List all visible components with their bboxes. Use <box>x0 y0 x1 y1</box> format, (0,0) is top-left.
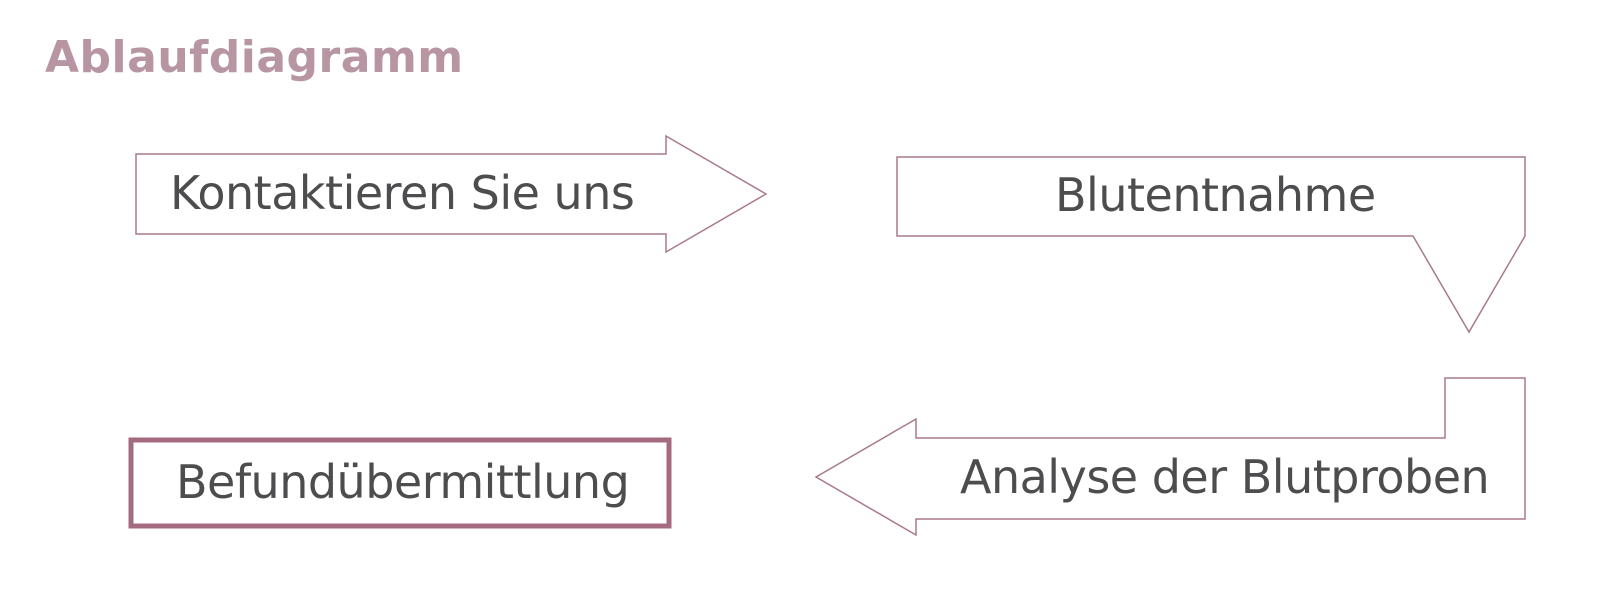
step-1-right-arrow-shape <box>135 134 768 254</box>
step-4-label: Befundübermittlung <box>176 455 630 509</box>
step-3-label: Analyse der Blutproben <box>960 450 1490 504</box>
step-2-down-arrow-shape <box>896 156 1526 334</box>
step-2-label: Blutentnahme <box>1055 168 1376 222</box>
step-4-box-shape <box>128 437 672 529</box>
step-1-label: Kontaktieren Sie uns <box>170 166 635 220</box>
diagram-title: Ablaufdiagramm <box>45 32 464 83</box>
step-3-left-arrow-shape <box>814 377 1526 537</box>
